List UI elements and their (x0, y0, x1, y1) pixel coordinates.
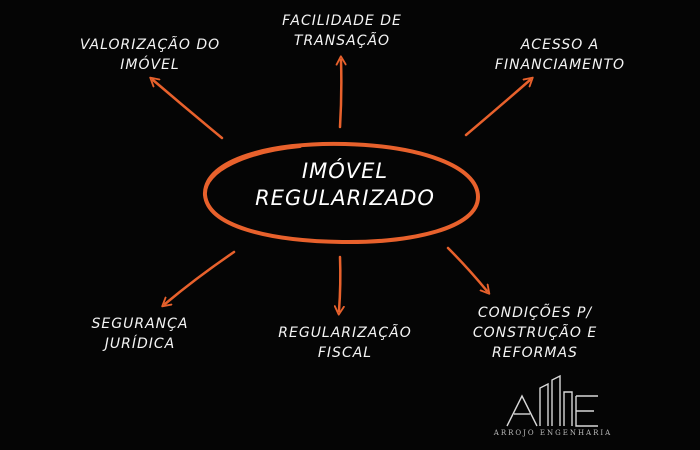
node-valorizacao-line1: VALORIZAÇÃO DO (79, 37, 221, 53)
node-regularizacao-fiscal-line2: FISCAL (317, 345, 373, 361)
logo-text: ARROJO ENGENHARIA (493, 429, 613, 437)
node-condicoes: CONDIÇÕES P/ CONSTRUÇÃO E REFORMAS (450, 303, 620, 363)
logo-mark (506, 374, 598, 427)
node-condicoes-line1: CONDIÇÕES P/ (477, 305, 593, 321)
node-seguranca: SEGURANÇA JURÍDICA (70, 314, 210, 354)
arrow-seguranca (161, 250, 236, 308)
node-facilidade-line2: TRANSAÇÃO (293, 33, 391, 49)
center-ellipse (202, 141, 481, 245)
arrow-condicoes (446, 246, 491, 295)
node-regularizacao-fiscal: REGULARIZAÇÃO FISCAL (255, 323, 435, 363)
node-valorizacao-line2: IMÓVEL (120, 57, 180, 73)
node-facilidade: FACILIDADE DE TRANSAÇÃO (262, 11, 422, 51)
node-condicoes-line3: REFORMAS (492, 345, 578, 361)
center-title-line1: IMÓVEL (301, 159, 389, 183)
node-seguranca-line2: JURÍDICA (104, 336, 176, 352)
node-seguranca-line1: SEGURANÇA (91, 316, 189, 332)
node-condicoes-line2: CONSTRUÇÃO E (472, 325, 598, 341)
node-acesso-line1: ACESSO A (520, 37, 600, 53)
center-title: IMÓVEL REGULARIZADO (230, 158, 460, 212)
arrow-regularizacao-fiscal (333, 255, 345, 316)
node-regularizacao-fiscal-line1: REGULARIZAÇÃO (278, 325, 412, 341)
center-title-line2: REGULARIZADO (255, 186, 435, 210)
arrow-valorizacao (149, 76, 224, 140)
arrow-acesso (464, 76, 534, 137)
arrow-facilidade (335, 55, 347, 129)
node-facilidade-line1: FACILIDADE DE (282, 13, 402, 29)
node-valorizacao: VALORIZAÇÃO DO IMÓVEL (60, 35, 240, 75)
node-acesso: ACESSO A FINANCIAMENTO (470, 35, 650, 75)
node-acesso-line2: FINANCIAMENTO (494, 57, 626, 73)
